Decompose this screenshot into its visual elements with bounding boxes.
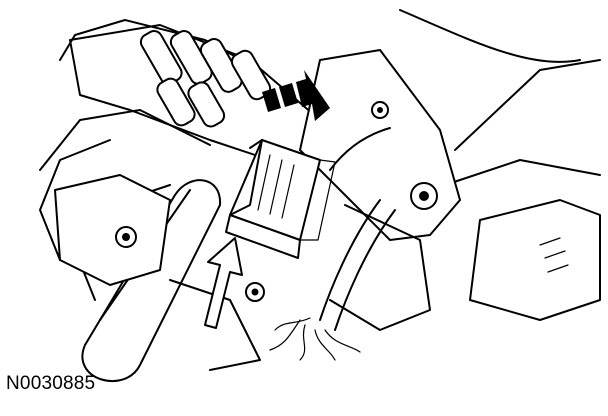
vent-grille (139, 30, 272, 128)
push-arrow-right-dashed (262, 70, 330, 121)
mount-bracket (54, 174, 265, 371)
electrical-connector (225, 139, 336, 259)
wire-harness (269, 127, 396, 361)
push-arrow-down (204, 237, 243, 329)
dash-panel (399, 9, 601, 321)
column-body (299, 49, 461, 331)
figure-id-label: N0030885 (6, 373, 96, 394)
